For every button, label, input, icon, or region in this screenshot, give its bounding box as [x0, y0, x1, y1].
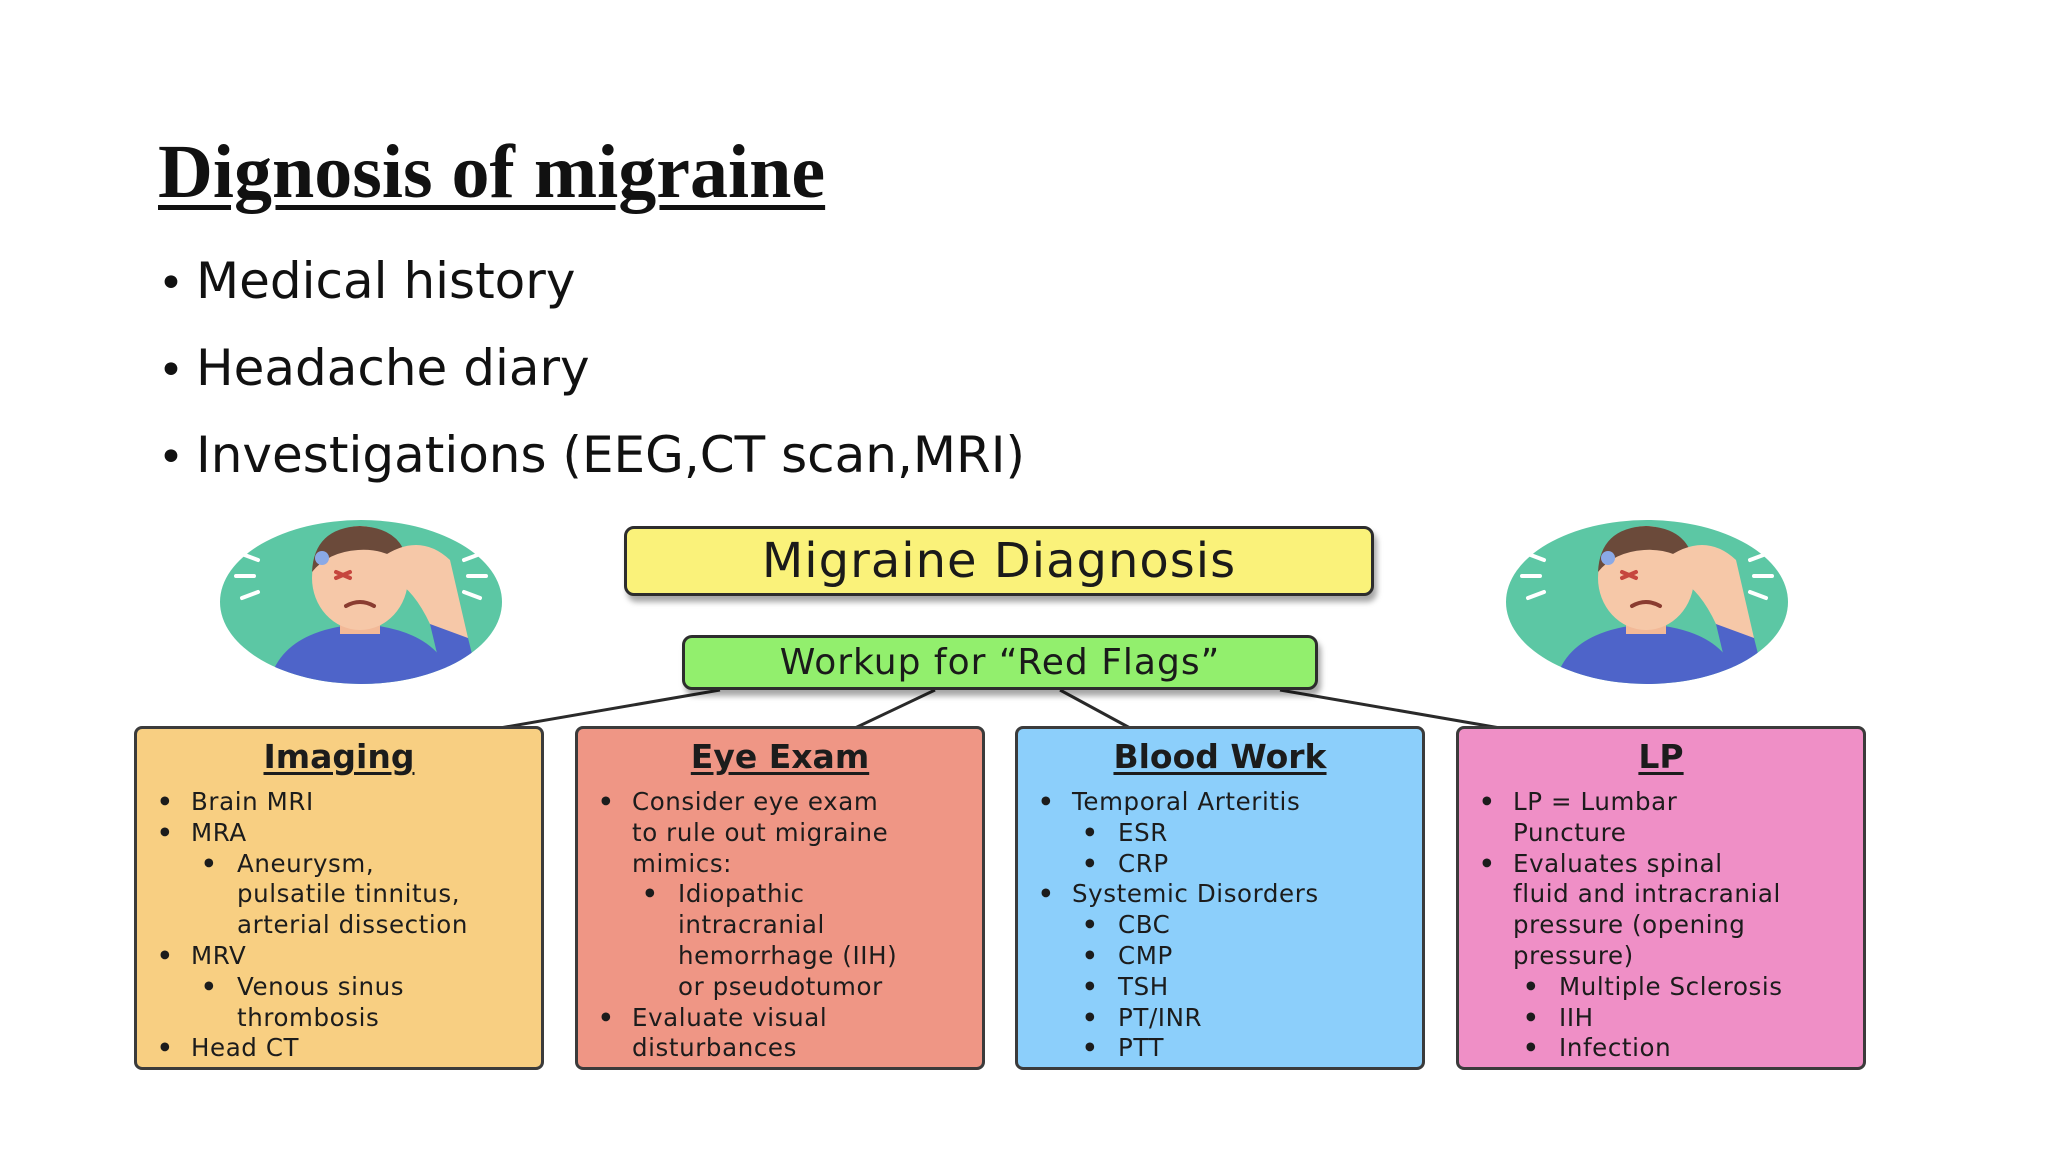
list-item: PT/INR: [1034, 1003, 1406, 1034]
list-item: CRP: [1034, 849, 1406, 880]
list-item: ESR: [1034, 818, 1406, 849]
list-item: TSH: [1034, 972, 1406, 1003]
eye-exam-card: Eye Exam Consider eye exam to rule out m…: [575, 726, 985, 1070]
headache-person-icon: [220, 520, 502, 684]
list-item: Brain MRI: [153, 787, 525, 818]
list-item: fluid and intracranial: [1513, 879, 1781, 909]
list-item: MRA: [153, 818, 525, 849]
list-item: Evaluates spinal: [1475, 849, 1847, 880]
list-item: CMP: [1034, 941, 1406, 972]
list-item: hemorrhage (IIH): [678, 940, 898, 970]
lp-list: LP = Lumbar Puncture Evaluates spinal fl…: [1475, 787, 1847, 1064]
list-item: CBC: [1034, 910, 1406, 941]
migraine-diagnosis-box: Migraine Diagnosis: [624, 526, 1374, 596]
lp-card-title: LP: [1638, 737, 1684, 776]
blood-work-list: Temporal Arteritis ESR CRP Systemic Diso…: [1034, 787, 1406, 1064]
imaging-card: Imaging Brain MRI MRA Aneurysm, pulsatil…: [134, 726, 544, 1070]
list-item: pressure): [1513, 940, 1634, 970]
list-item: or pseudotumor: [678, 971, 883, 1001]
list-item: Evaluate visual: [594, 1003, 966, 1034]
bullet-text: Medical history: [196, 252, 576, 310]
bullet-dot-icon: •: [158, 432, 184, 483]
list-item: Multiple Sclerosis: [1475, 972, 1847, 1003]
list-item: Systemic Disorders: [1034, 879, 1406, 910]
list-item: intracranial: [678, 910, 825, 940]
blood-work-card: Blood Work Temporal Arteritis ESR CRP Sy…: [1015, 726, 1425, 1070]
list-item: disturbances: [632, 1033, 797, 1063]
eye-exam-list: Consider eye exam to rule out migraine m…: [594, 787, 966, 1064]
imaging-list: Brain MRI MRA Aneurysm, pulsatile tinnit…: [153, 787, 525, 1064]
list-item: Infection: [1475, 1033, 1847, 1064]
list-item: pulsatile tinnitus,: [237, 879, 461, 909]
blood-work-card-title: Blood Work: [1113, 737, 1327, 776]
connector-blood-work: [1059, 688, 1131, 730]
lp-card: LP LP = Lumbar Puncture Evaluates spinal…: [1456, 726, 1866, 1070]
red-flags-workup-box: Workup for “Red Flags”: [682, 635, 1318, 690]
connector-eye-exam: [854, 688, 936, 730]
connector-imaging: [499, 688, 721, 730]
list-item: Puncture: [1513, 817, 1627, 847]
eye-exam-card-title: Eye Exam: [690, 737, 870, 776]
list-item: Head CT: [153, 1033, 525, 1064]
list-item: Idiopathic: [594, 879, 966, 910]
imaging-card-title: Imaging: [263, 737, 415, 776]
connector-lp: [1279, 688, 1501, 730]
slide-title: Dignosis of migraine: [158, 130, 826, 214]
list-item: Temporal Arteritis: [1034, 787, 1406, 818]
list-item: MRV: [153, 941, 525, 972]
list-item: Aneurysm,: [153, 849, 525, 880]
list-item: pressure (opening: [1513, 910, 1746, 940]
bullet-item: •Headache diary: [158, 339, 1025, 426]
bullet-list: •Medical history •Headache diary •Invest…: [158, 252, 1025, 513]
bullet-text: Investigations (EEG,CT scan,MRI): [196, 426, 1026, 484]
list-item: Venous sinus: [153, 972, 525, 1003]
list-item: PTT: [1034, 1033, 1406, 1064]
bullet-dot-icon: •: [158, 258, 184, 309]
list-item: mimics:: [632, 848, 733, 878]
list-item: IIH: [1475, 1003, 1847, 1034]
list-item: LP = Lumbar: [1475, 787, 1847, 818]
headache-person-icon: [1506, 520, 1788, 684]
bullet-text: Headache diary: [196, 339, 590, 397]
list-item: to rule out migraine: [632, 817, 889, 847]
list-item: arterial dissection: [237, 910, 469, 940]
bullet-dot-icon: •: [158, 345, 184, 396]
bullet-item: •Investigations (EEG,CT scan,MRI): [158, 426, 1025, 513]
list-item: thrombosis: [237, 1002, 380, 1032]
list-item: Consider eye exam: [594, 787, 966, 818]
bullet-item: •Medical history: [158, 252, 1025, 339]
